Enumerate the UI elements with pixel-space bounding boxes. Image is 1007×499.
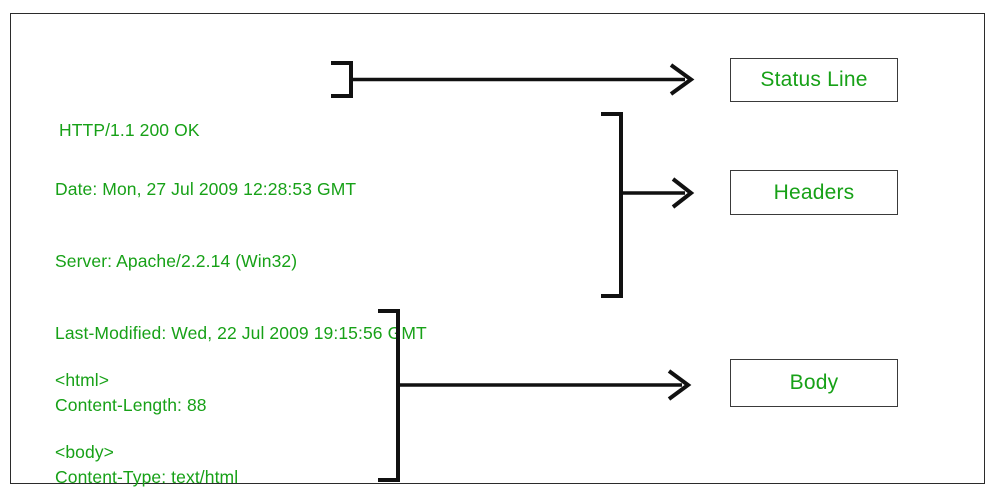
status-line-connector [327,54,707,104]
arrow-head-icon [667,369,692,401]
headers-text-block: Date: Mon, 27 Jul 2009 12:28:53 GMT Serv… [55,129,427,499]
status-line-row: HTTP/1.1 200 OK [59,120,200,140]
diagram-frame: HTTP/1.1 200 OK Date: Mon, 27 Jul 2009 1… [10,13,985,487]
label-box-body: Body [730,359,898,407]
arrow-head-icon [669,63,695,96]
header-row-last-modified: Last-Modified: Wed, 22 Jul 2009 19:15:56… [55,323,427,343]
body-row-body-open: <body> [55,442,114,462]
label-box-status-line-text: Status Line [760,68,868,91]
headers-connector [597,104,707,304]
bracket-icon [601,112,623,298]
label-box-headers: Headers [730,170,898,215]
body-text-block: <html> <body> <h1>Hello, World!</h1> </b… [55,320,242,499]
arrow-head-icon [671,177,695,209]
label-box-body-text: Body [789,371,839,394]
header-row-content-length: Content-Length: 88 [55,395,207,415]
label-box-headers-text: Headers [773,180,855,204]
header-row-server: Server: Apache/2.2.14 (Win32) [55,251,298,271]
status-line-text-block: HTTP/1.1 200 OK [59,70,200,190]
body-row-html-open: <html> [55,370,110,390]
label-box-status-line: Status Line [730,58,898,102]
bracket-icon [331,61,353,98]
header-row-date: Date: Mon, 27 Jul 2009 12:28:53 GMT [55,179,357,199]
header-row-content-type: Content-Type: text/html [55,467,239,487]
